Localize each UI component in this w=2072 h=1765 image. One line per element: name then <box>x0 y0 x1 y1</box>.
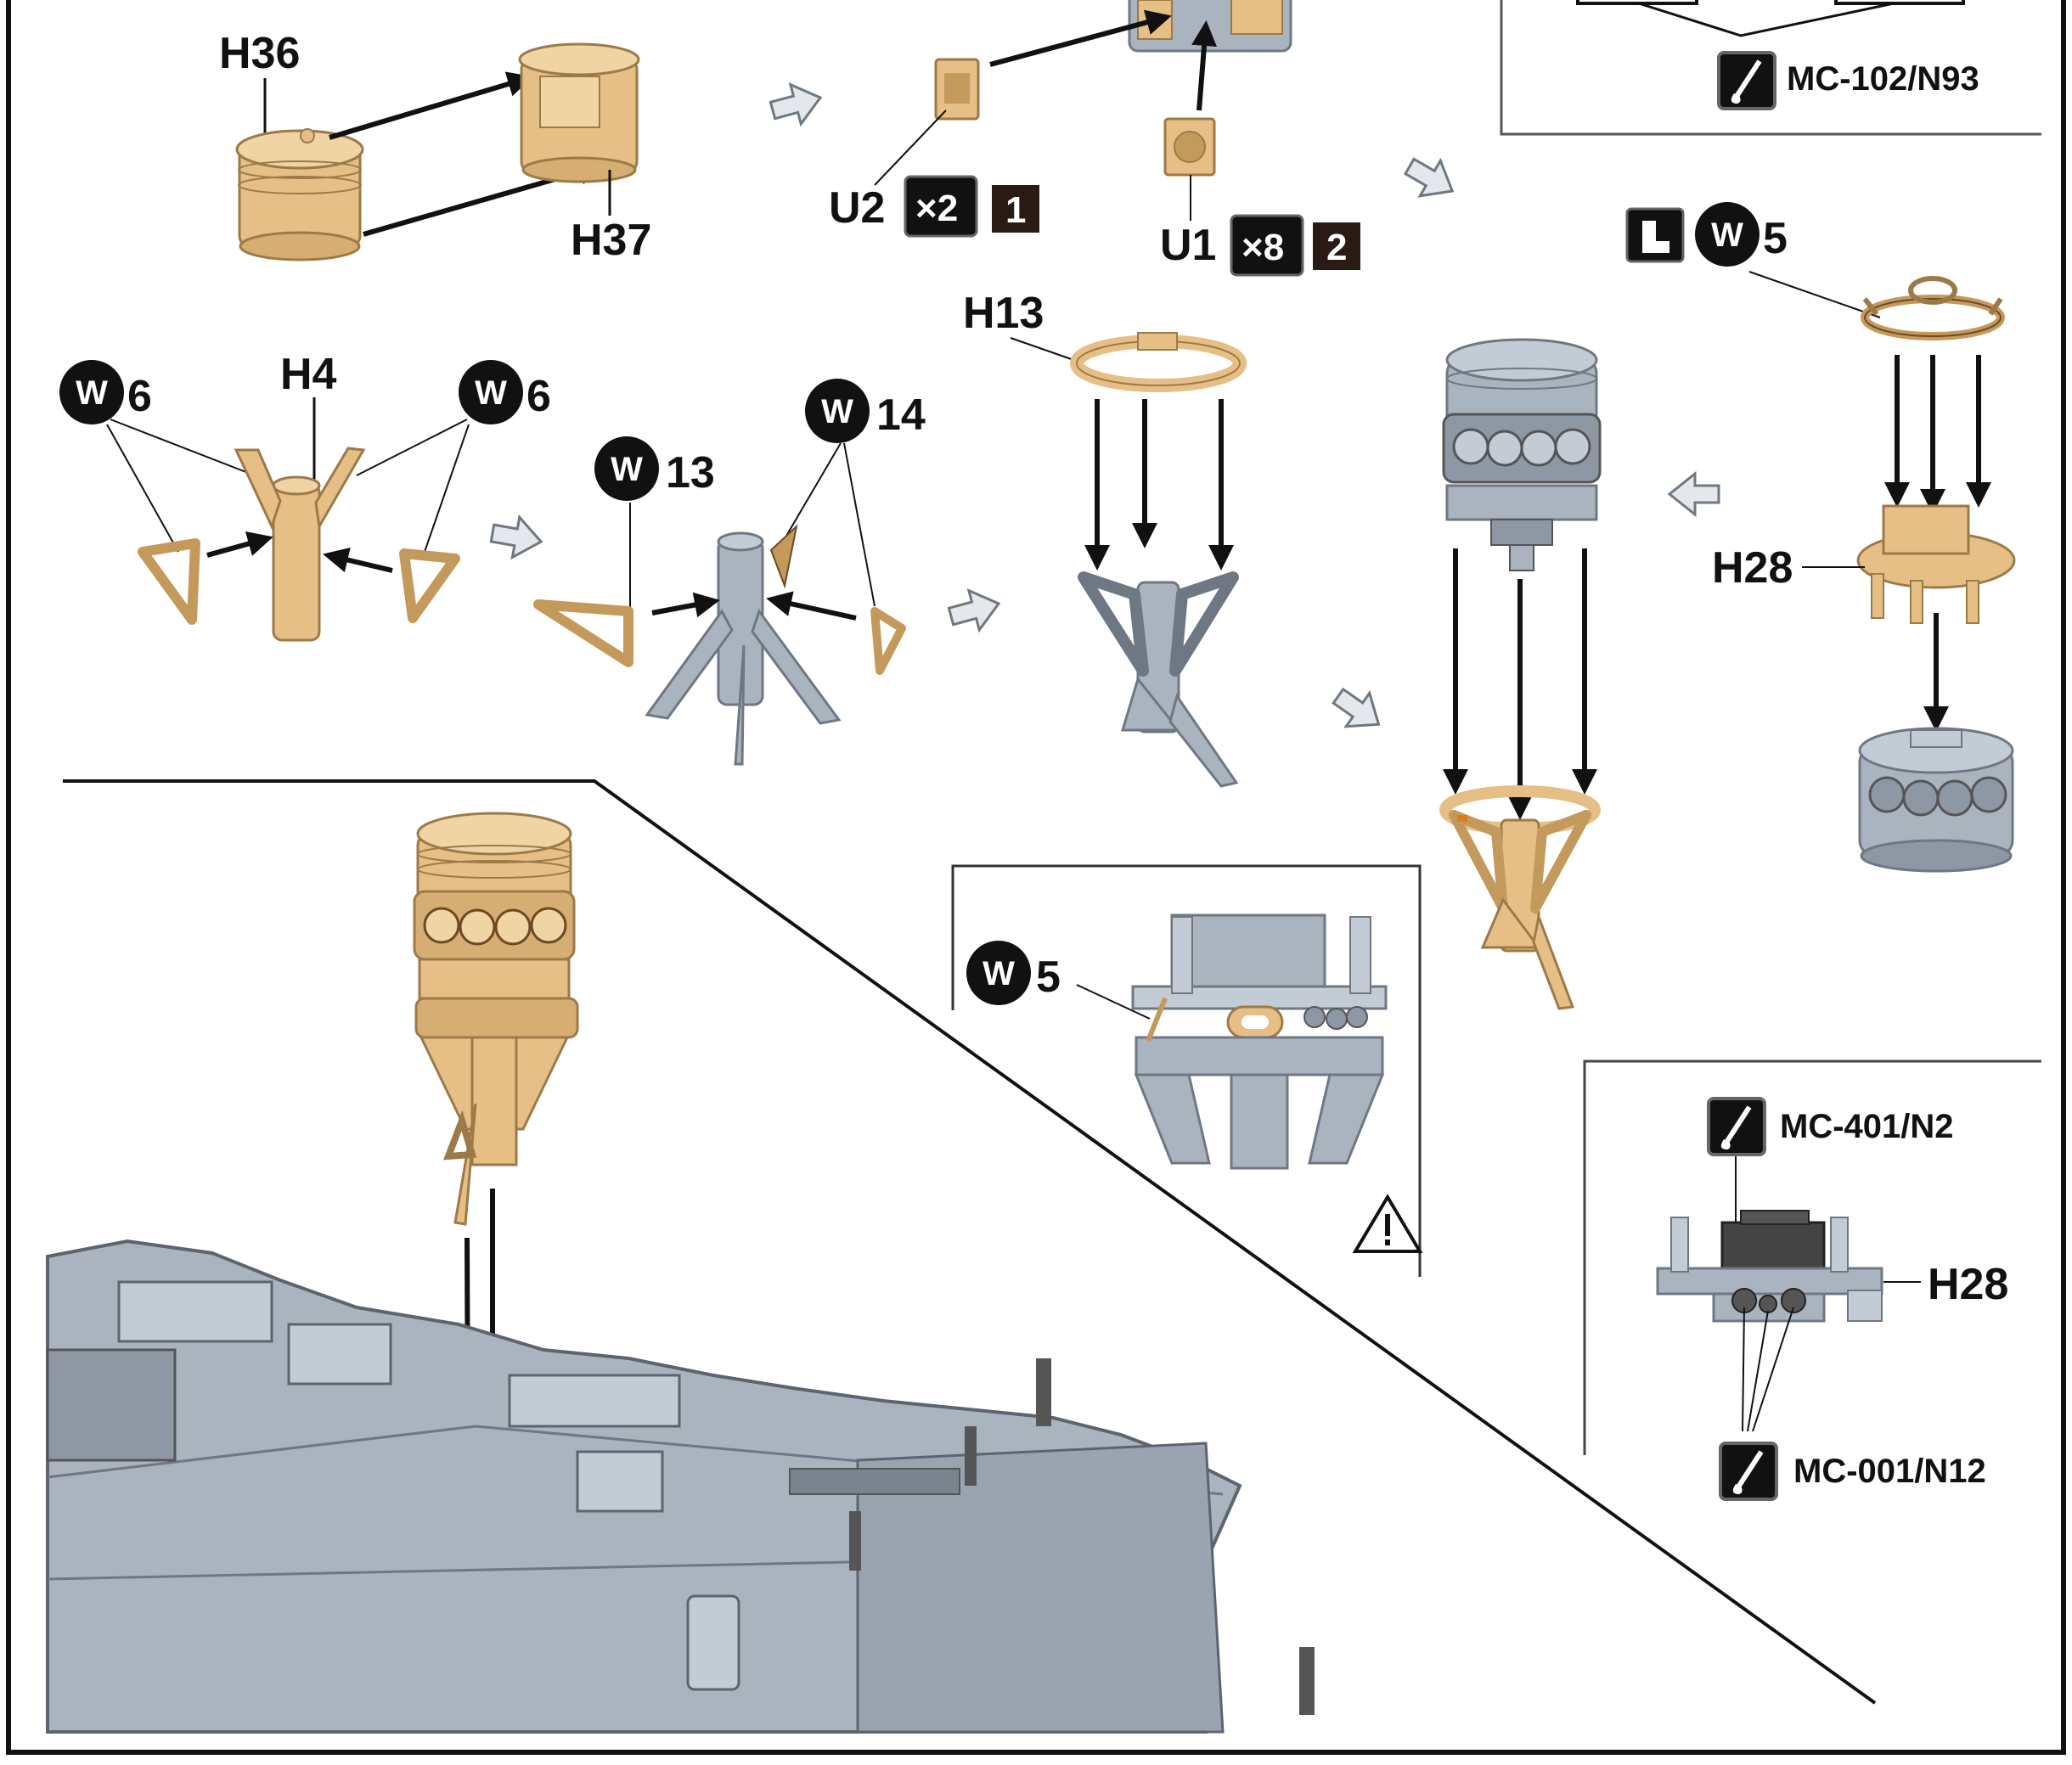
part-h28-assembled <box>1860 728 2013 871</box>
step-head-on-stand <box>1444 340 1600 1009</box>
part-label-u2: U2 <box>829 183 885 233</box>
step-w5-h28: W 5 H28 <box>1627 202 2014 871</box>
etch-number-w6-right: 6 <box>526 372 551 421</box>
etch-badge-w5-top: W <box>1695 202 1760 267</box>
etch-badge-w5-inset: W <box>966 941 1031 1005</box>
part-h36 <box>237 129 363 260</box>
qty-u1: ×8 <box>1242 227 1284 268</box>
order-u2: 1 <box>1005 189 1026 231</box>
svg-text:W: W <box>611 451 643 488</box>
part-h13 <box>1077 333 1240 385</box>
etch-number-w6-left: 6 <box>127 372 152 421</box>
turret-head-top <box>1129 0 1291 51</box>
svg-text:W: W <box>983 955 1015 992</box>
tank-hull <box>48 1241 1315 1732</box>
order-u1: 2 <box>1326 227 1347 268</box>
step-w13-w14: W 13 W 14 <box>538 379 926 764</box>
turret-head-gray <box>1444 340 1600 571</box>
final-head-assembly <box>414 813 577 1224</box>
etch-badge-w6-right: W <box>459 360 523 424</box>
part-label-h28-detail: H28 <box>1928 1260 2008 1309</box>
paintbrush-icon <box>1709 1099 1765 1155</box>
part-w14 <box>875 611 902 671</box>
qty-u2: ×2 <box>915 188 958 229</box>
paint-detail-h28: MC-401/N2 H28 MC-001/N12 <box>1585 1061 2041 1499</box>
svg-text:W: W <box>821 393 853 430</box>
step-arrow-icon <box>768 78 825 130</box>
svg-text:W: W <box>76 374 108 412</box>
etch-badge-w14: W <box>805 379 870 443</box>
etch-badge-w6-left: W <box>59 360 124 424</box>
stand-assembly-gray-2 <box>1084 577 1236 786</box>
step-arrow-icon <box>1399 149 1462 209</box>
part-w6-right <box>404 554 455 618</box>
part-label-h37: H37 <box>571 216 651 265</box>
paintbrush-icon <box>1719 53 1775 109</box>
part-u1 <box>1165 119 1214 175</box>
part-w6-left <box>143 543 195 620</box>
step-h36-h37: H36 H37 <box>219 29 651 265</box>
paint-code-top-right: MC-102/N93 <box>1787 60 1979 98</box>
step-u1-u2: U2 ×2 1 U1 ×8 2 <box>829 0 1360 275</box>
part-label-h13: H13 <box>963 289 1044 338</box>
step-h4-w6: W 6 H4 W 6 <box>59 350 551 640</box>
warning-icon <box>1355 1197 1420 1251</box>
h28-detail-paint <box>1658 1211 1882 1321</box>
etch-badge-w13: W <box>594 436 659 501</box>
h28-detail-gray <box>1133 915 1386 1168</box>
step-h13: H13 <box>963 289 1240 786</box>
etch-number-w5-inset: 5 <box>1036 953 1061 1002</box>
paint-code-detail-upper: MC-401/N2 <box>1780 1108 1954 1145</box>
part-label-h28-main: H28 <box>1712 543 1793 593</box>
part-w13 <box>538 604 628 662</box>
part-label-h4: H4 <box>280 350 337 399</box>
etch-number-w14: 14 <box>876 391 926 440</box>
part-label-h36: H36 <box>219 29 300 78</box>
paintbrush-icon <box>1720 1443 1776 1499</box>
stand-assembled-tan <box>1445 791 1595 1009</box>
svg-text:W: W <box>1711 216 1743 254</box>
step-arrow-icon <box>1669 474 1719 514</box>
part-label-u1: U1 <box>1160 221 1216 270</box>
part-h28 <box>1858 506 2014 623</box>
part-h37 <box>520 44 639 182</box>
paint-code-detail-lower: MC-001/N12 <box>1793 1453 1986 1490</box>
detail-inset-w5: W 5 <box>953 866 1420 1277</box>
step-arrow-icon <box>1326 679 1390 741</box>
part-u2 <box>936 59 978 119</box>
step-arrow-icon <box>489 513 544 561</box>
etch-number-w5-top: 5 <box>1763 214 1788 263</box>
step-arrow-icon <box>946 584 1004 636</box>
paint-inset-top-right: MC-102/N93 <box>1501 0 2041 134</box>
part-w5-clamp <box>1865 278 2001 336</box>
stand-assembly-gray <box>647 526 839 764</box>
etch-number-w13: 13 <box>666 448 715 497</box>
svg-text:W: W <box>475 374 507 412</box>
